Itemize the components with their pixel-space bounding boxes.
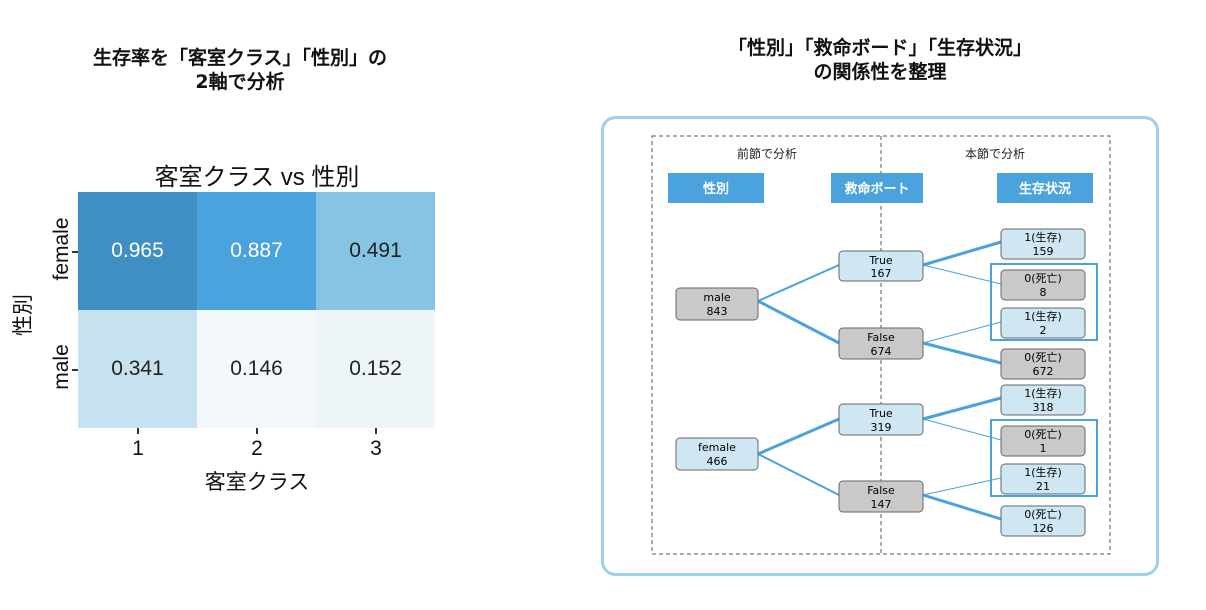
node-out-mf-dead: 0(死亡) 672 <box>1000 348 1086 380</box>
y-axis-label: 性別 <box>12 294 35 336</box>
x-tick-mark <box>256 428 258 434</box>
node-male-true: True 167 <box>838 250 924 282</box>
node-label: 1(生存) <box>1024 309 1062 323</box>
node-label: True <box>868 407 893 420</box>
node-label: 0(死亡) <box>1024 507 1062 521</box>
node-count: 8 <box>1040 286 1047 299</box>
x-tick-label: 2 <box>251 437 263 460</box>
node-label: False <box>867 484 895 497</box>
node-label: False <box>867 331 895 344</box>
node-out-ft-dead: 0(死亡) 1 <box>1000 425 1086 457</box>
node-label: True <box>868 254 893 267</box>
heatmap-cell: 0.152 <box>316 310 435 428</box>
edge <box>757 264 840 302</box>
node-female: female 466 <box>675 437 759 471</box>
x-axis-label: 客室クラス <box>204 471 310 494</box>
highlight-box-male <box>990 263 1098 341</box>
node-count: 126 <box>1033 522 1054 535</box>
header-boat <box>831 173 923 203</box>
x-tick-label: 3 <box>370 437 382 460</box>
heatmap-cell: 0.341 <box>78 310 197 428</box>
node-label: 1(生存) <box>1024 386 1062 400</box>
header-sex <box>668 173 764 203</box>
x-tick-mark <box>137 428 139 434</box>
node-count: 21 <box>1036 480 1050 493</box>
section-right-label: 本節で分析 <box>965 146 1025 161</box>
edge <box>757 417 840 456</box>
right-title: 「性別」「救命ボード」「生存状況」 の関係性を整理 <box>600 36 1160 84</box>
header-sex-label: 性別 <box>703 181 729 197</box>
node-out-mt-alive: 1(生存) 159 <box>1000 228 1086 260</box>
node-count: 159 <box>1033 245 1054 258</box>
right-title-line-1: 「性別」「救命ボード」「生存状況」 <box>727 37 1032 59</box>
heatmap-cell: 0.887 <box>197 192 316 310</box>
edge <box>757 453 840 496</box>
node-label: 0(死亡) <box>1024 350 1062 364</box>
node-label: male <box>703 291 731 304</box>
node-label: 1(生存) <box>1024 465 1062 479</box>
header-status <box>997 173 1093 203</box>
heatmap-cell: 0.965 <box>78 192 197 310</box>
node-out-mt-dead: 0(死亡) 8 <box>1000 269 1086 301</box>
edge <box>922 477 1002 496</box>
node-label: 1(生存) <box>1024 230 1062 244</box>
node-count: 318 <box>1033 401 1054 414</box>
node-label: 0(死亡) <box>1024 271 1062 285</box>
node-label: 0(死亡) <box>1024 427 1062 441</box>
node-count: 167 <box>871 267 892 280</box>
node-out-ff-dead: 0(死亡) 126 <box>1000 505 1086 537</box>
left-title-line-1: 生存率を「客室クラス」「性別」の <box>92 47 388 69</box>
node-male: male 843 <box>675 287 759 321</box>
heatmap-cell: 0.491 <box>316 192 435 310</box>
relationship-diagram: 前節で分析 本節で分析 性別 救命ボート 生存状況 male 843 femal… <box>601 116 1159 576</box>
node-count: 466 <box>707 455 728 468</box>
node-female-true: True 319 <box>838 403 924 436</box>
node-count: 672 <box>1033 365 1054 378</box>
node-male-false: False 674 <box>838 327 924 360</box>
node-out-ff-alive: 1(生存) 21 <box>1000 463 1086 495</box>
node-count: 843 <box>707 305 728 318</box>
x-tick-label: 1 <box>132 437 144 460</box>
edge <box>922 396 1002 421</box>
node-out-ft-alive: 1(生存) 318 <box>1000 384 1086 416</box>
section-left-label: 前節で分析 <box>737 146 797 161</box>
heatmap-cell: 0.146 <box>197 310 316 428</box>
highlight-box-female <box>990 419 1098 497</box>
dashed-outer-box <box>651 135 1111 555</box>
y-tick-mark <box>72 369 78 371</box>
x-tick-mark <box>375 428 377 434</box>
left-title: 生存率を「客室クラス」「性別」の 2軸で分析 <box>20 46 460 94</box>
connectors <box>757 240 1002 521</box>
edge <box>922 493 1002 521</box>
node-count: 674 <box>871 345 892 358</box>
node-female-false: False 147 <box>838 480 924 513</box>
edge <box>922 240 1002 267</box>
node-label: female <box>698 441 736 454</box>
node-count: 147 <box>871 498 892 511</box>
edge <box>757 299 840 345</box>
edge <box>922 418 1002 441</box>
node-count: 2 <box>1040 324 1047 337</box>
node-count: 319 <box>871 421 892 434</box>
edge <box>922 321 1002 344</box>
node-count: 1 <box>1040 442 1047 455</box>
header-status-label: 生存状況 <box>1019 181 1071 197</box>
header-boat-label: 救命ボート <box>844 181 909 197</box>
y-tick-label: male <box>50 344 73 390</box>
y-tick-label: female <box>50 217 73 281</box>
edge <box>922 264 1002 285</box>
right-title-line-2: の関係性を整理 <box>813 61 947 83</box>
heatmap-title: 客室クラス vs 性別 <box>154 164 360 191</box>
edge <box>922 341 1002 365</box>
y-tick-mark <box>72 251 78 253</box>
node-out-mf-alive: 1(生存) 2 <box>1000 307 1086 339</box>
left-title-line-2: 2軸で分析 <box>195 71 285 93</box>
